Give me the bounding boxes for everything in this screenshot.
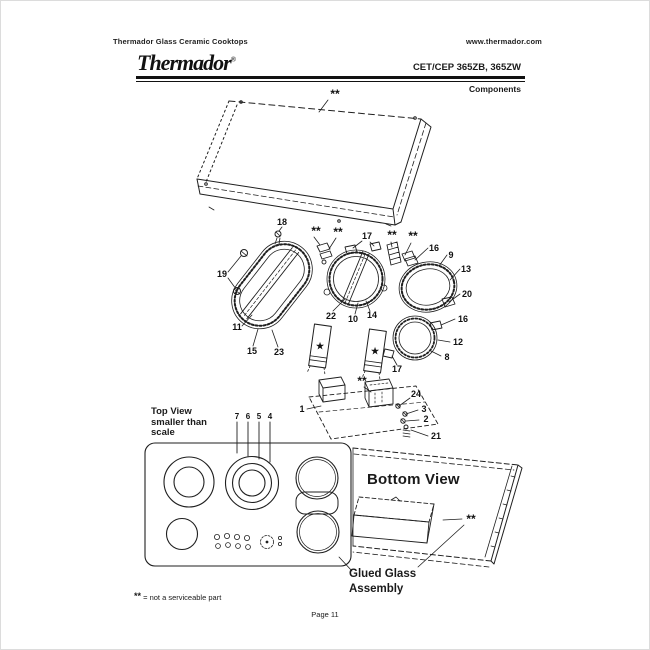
top-view-caption-line2: smaller than	[151, 416, 207, 428]
header-rule-thin	[136, 80, 525, 82]
top-view-caption: Top View smaller than scale	[151, 406, 207, 439]
double-star-b: **	[333, 225, 343, 239]
part-label-19: 19	[217, 269, 227, 279]
touch-controls	[213, 533, 282, 550]
part-label-13: 13	[461, 264, 471, 274]
brand-logo: Thermador®	[137, 50, 236, 76]
part-label-4: 4	[268, 412, 273, 421]
double-star-control: **	[357, 374, 367, 388]
part-label-18: 18	[277, 217, 287, 227]
foam-strip-2	[361, 328, 387, 381]
part-label-2: 2	[423, 414, 428, 424]
footnote: ** = not a serviceable part	[134, 591, 221, 602]
top-view-caption-line3: scale	[151, 427, 175, 438]
large-ring-element	[398, 261, 458, 313]
callout-lines-7654	[236, 421, 271, 463]
part-label-9: 9	[448, 250, 453, 260]
ring-clips-upper	[404, 255, 456, 308]
page-number: Page 11	[311, 610, 339, 619]
double-star-bottom-view: **	[466, 512, 476, 526]
part-label-5: 5	[257, 412, 262, 421]
header-rule-thick	[136, 76, 525, 79]
part-label-1: 1	[299, 404, 304, 414]
part-label-22: 22	[326, 311, 336, 321]
part-label-11: 11	[232, 322, 242, 332]
double-star-a: **	[311, 224, 321, 238]
part-label-16-upper: 16	[429, 243, 439, 253]
glued-glass-line2: Assembly	[349, 582, 404, 595]
footnote-star-mark: **	[134, 591, 142, 601]
part-label-7: 7	[235, 412, 240, 421]
part-label-17-upper: 17	[362, 231, 372, 241]
leader-lines	[227, 99, 465, 572]
part-label-14: 14	[367, 310, 377, 320]
part-label-3: 3	[421, 404, 426, 414]
center-burner-element	[323, 249, 388, 309]
control-assembly	[308, 376, 439, 440]
glass-panel-drawing	[196, 100, 432, 227]
part-label-16-lower: 16	[458, 314, 468, 324]
part-label-24: 24	[411, 389, 421, 399]
single-star-strip2: ★	[371, 346, 380, 356]
part-label-6: 6	[246, 412, 251, 421]
part-label-23: 23	[274, 347, 284, 357]
top-view-drawing	[144, 421, 352, 567]
website-url: www.thermador.com	[465, 37, 542, 46]
double-star-d: **	[408, 229, 418, 243]
small-ring-element	[392, 315, 438, 361]
section-title: Components	[469, 84, 521, 94]
double-star-panel: **	[330, 87, 340, 101]
doc-title: Thermador Glass Ceramic Cooktops	[113, 37, 248, 46]
glued-glass-line1: Glued Glass	[349, 568, 417, 580]
bottom-view-panel	[351, 447, 523, 568]
oval-burner-element	[231, 240, 313, 330]
part-label-21: 21	[431, 431, 441, 441]
model-numbers: CET/CEP 365ZB, 365ZW	[412, 62, 521, 73]
part-label-15: 15	[247, 346, 257, 356]
part-label-12: 12	[453, 337, 463, 347]
part-labels: 18 17 16 9 13 20 16 12 8 17 19 11 15 23 …	[217, 87, 476, 526]
brand-name: Thermador	[137, 50, 232, 75]
bottom-view-caption: Bottom View	[367, 471, 460, 488]
foam-strip-1	[306, 323, 332, 376]
part-label-20: 20	[462, 289, 472, 299]
trademark-icon: ®	[230, 55, 236, 64]
top-view-caption-line1: Top View	[151, 406, 192, 417]
footnote-text: = not a serviceable part	[143, 593, 222, 602]
single-star-strip1: ★	[316, 341, 325, 351]
part-label-17-lower: 17	[392, 364, 402, 374]
glued-glass-caption: Glued Glass Assembly	[349, 567, 416, 596]
double-star-c: **	[387, 228, 397, 242]
screws-19	[233, 249, 248, 295]
part-label-10: 10	[348, 314, 358, 324]
part-label-8: 8	[444, 352, 449, 362]
